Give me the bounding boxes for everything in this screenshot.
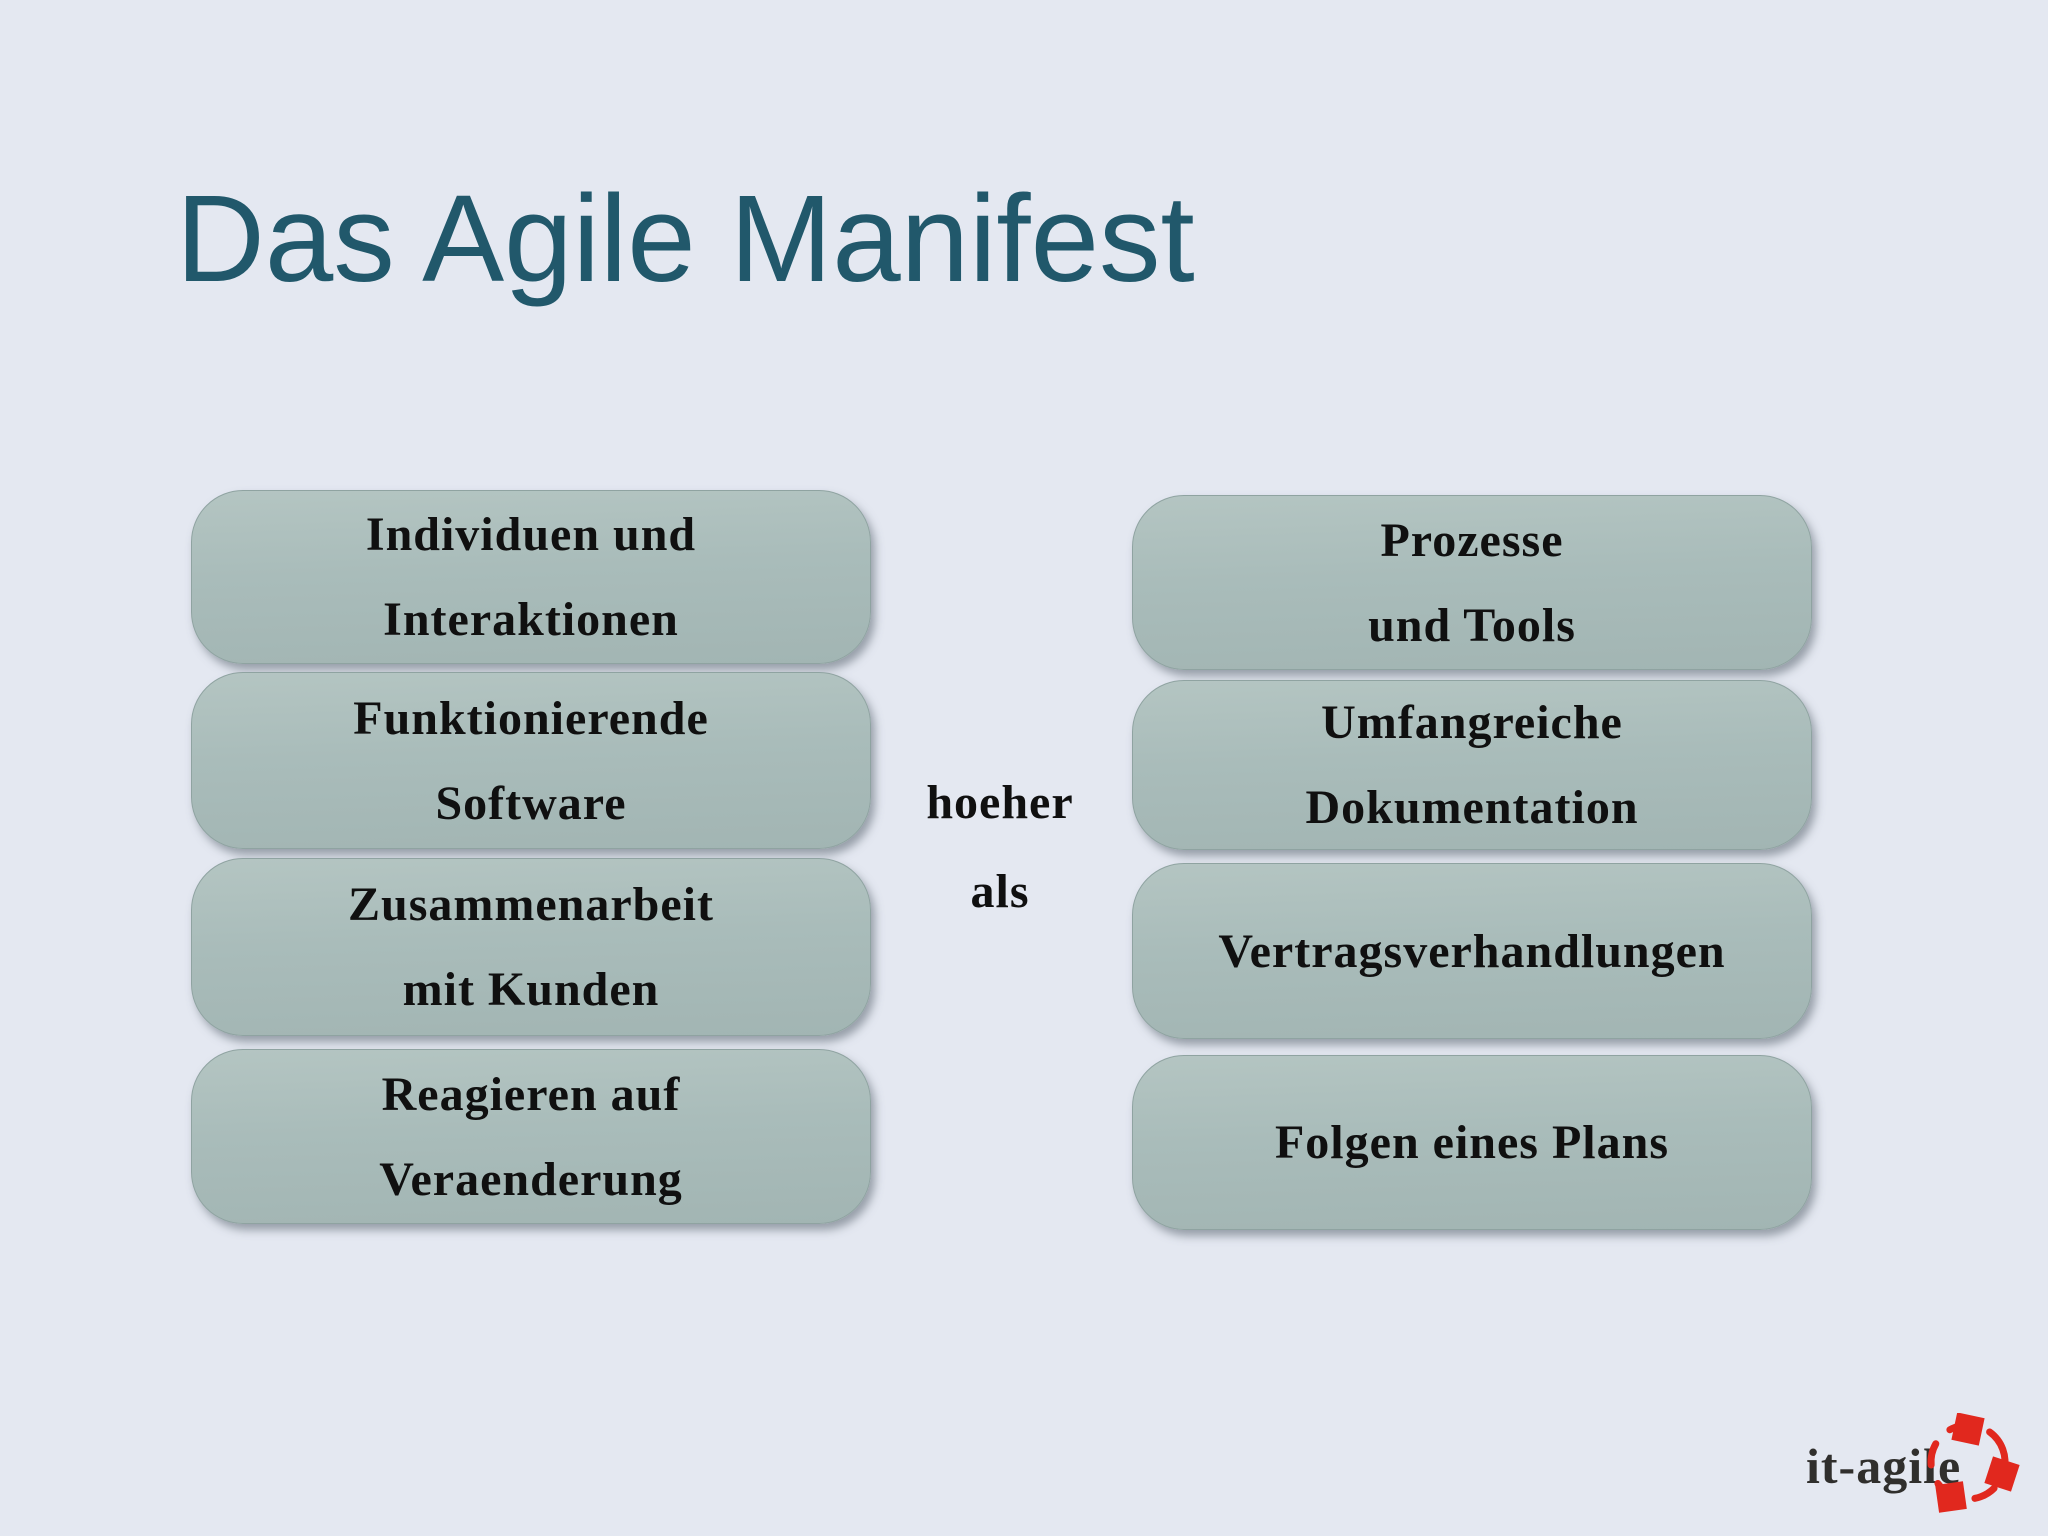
value-box-umfangreiche-dokumentation: Umfangreiche Dokumentation	[1132, 680, 1812, 850]
logo-square-icon	[1984, 1456, 2020, 1492]
connector-hoeher-als: hoeher als	[926, 776, 1074, 918]
value-box-folgen-eines-plans: Folgen eines Plans	[1132, 1055, 1812, 1230]
logo-circle-icon	[1927, 1413, 2020, 1513]
value-box-vertragsverhandlungen: Vertragsverhandlungen	[1132, 863, 1812, 1039]
value-box-zusammenarbeit-mit-kunden: Zusammenarbeit mit Kunden	[191, 858, 871, 1036]
value-box-prozesse-und-tools: Prozesse und Tools	[1132, 495, 1812, 670]
value-box-label: Funktionierende Software	[353, 691, 709, 830]
logo-square-icon	[1935, 1481, 1967, 1513]
value-box-funktionierende-software: Funktionierende Software	[191, 672, 871, 849]
value-box-label: Zusammenarbeit mit Kunden	[348, 878, 714, 1016]
value-box-individuen-interaktionen: Individuen und Interaktionen	[191, 490, 871, 664]
it-agile-logo: it-agile	[1806, 1413, 2048, 1525]
value-box-label: Folgen eines Plans	[1274, 1116, 1669, 1169]
value-box-label: Individuen und Interaktionen	[365, 508, 697, 646]
value-box-reagieren-auf-veraenderung: Reagieren auf Veraenderung	[191, 1049, 871, 1224]
slide-title: Das Agile Manifest	[176, 171, 1195, 308]
value-box-label: Prozesse und Tools	[1368, 513, 1576, 652]
value-box-label: Reagieren auf Veraenderung	[379, 1067, 683, 1206]
value-box-label: Vertragsverhandlungen	[1218, 924, 1726, 978]
value-box-label: Umfangreiche Dokumentation	[1305, 696, 1639, 834]
logo-square-icon	[1951, 1413, 1985, 1446]
